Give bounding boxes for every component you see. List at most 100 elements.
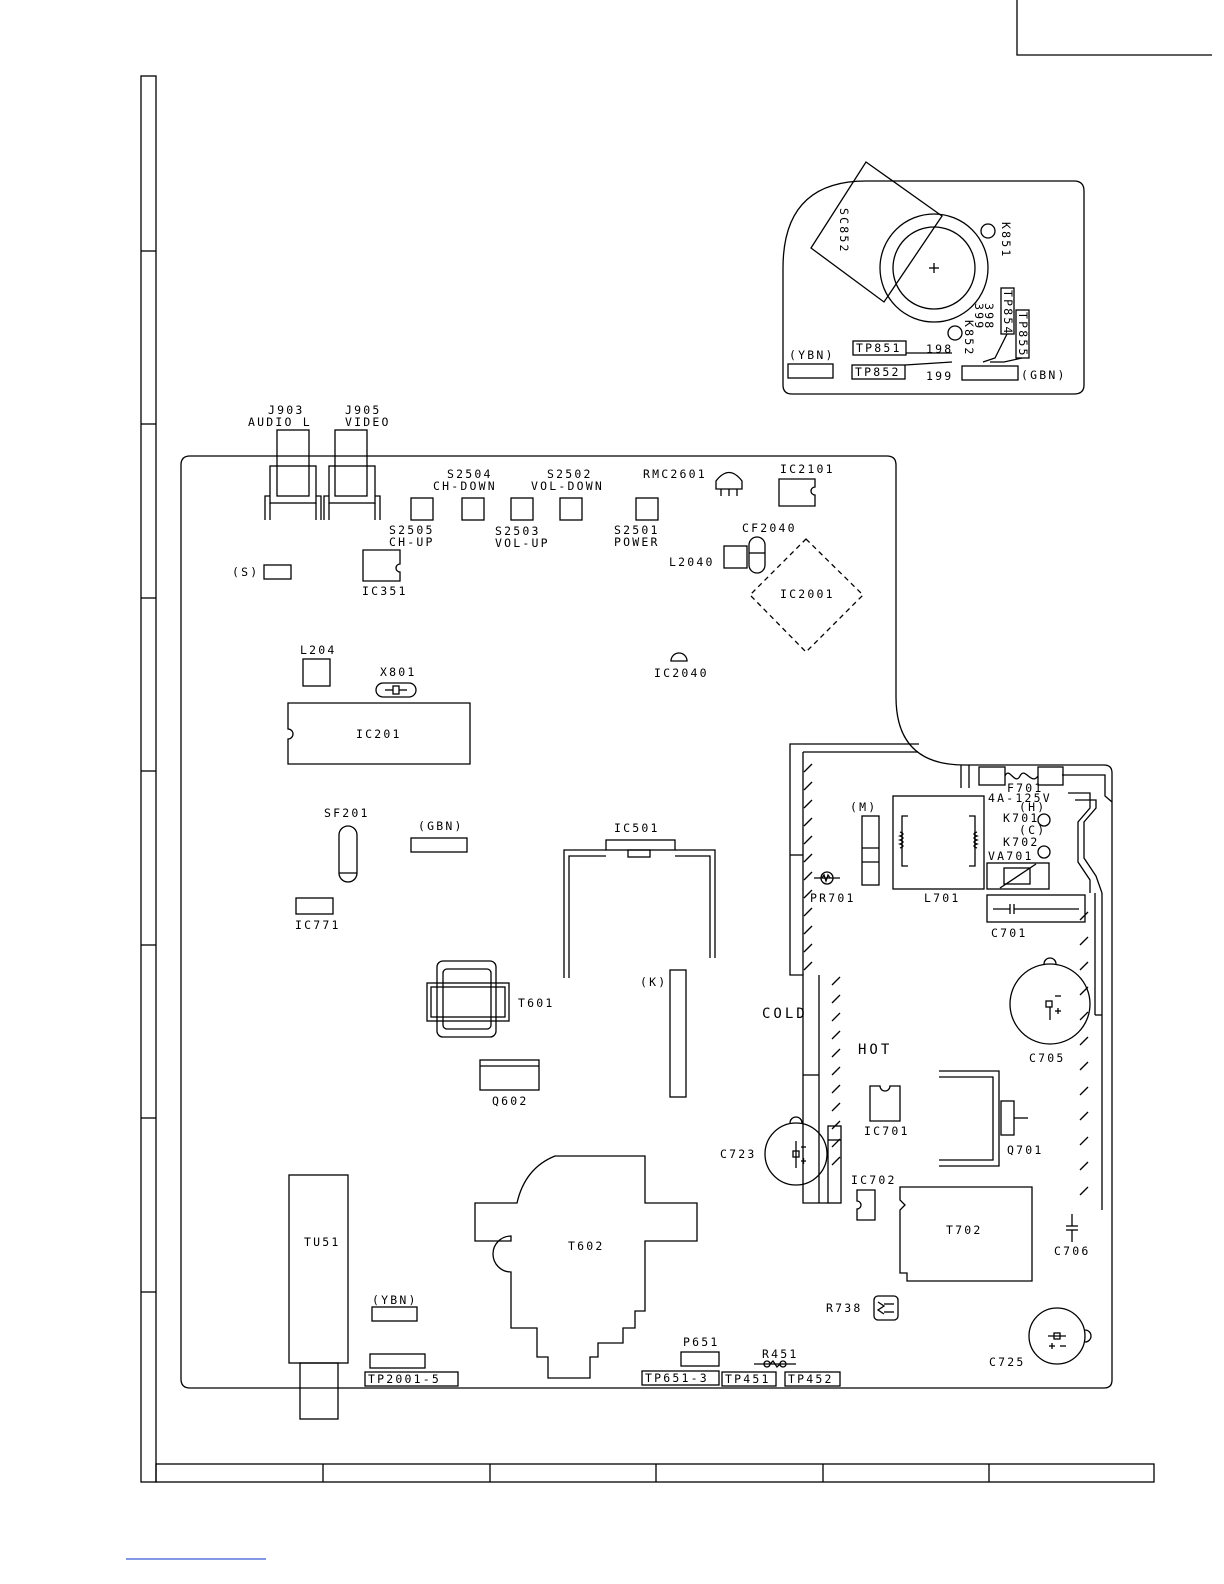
j905-jack: J905 VIDEO (323, 403, 391, 520)
label-s-conn: (S) (232, 565, 259, 579)
x801-crystal: X801 (375, 665, 417, 698)
label-pr701: PR701 (810, 891, 856, 905)
rmc2601-remote-sensor: RMC2601 (643, 467, 743, 496)
ic501-heatsink: IC501 (563, 821, 716, 978)
tu51-tuner: TU51 (288, 1174, 349, 1420)
label-ic2040: IC2040 (654, 666, 709, 680)
k851-hole: K851 (980, 222, 1013, 259)
label-c723: C723 (720, 1147, 757, 1161)
label-m: (M) (850, 800, 877, 814)
label-k851: K851 (999, 222, 1013, 259)
label-ic701: IC701 (864, 1124, 910, 1138)
c706-capacitor: C706 (1054, 1214, 1091, 1258)
label-vol-down: VOL-DOWN (531, 479, 604, 493)
label-k852: K852 (962, 320, 976, 357)
label-f701: F701 (1007, 781, 1044, 795)
ic771-chip: IC771 (295, 897, 341, 932)
sf201-filter: SF201 (324, 806, 370, 883)
label-s2501: S2501 (614, 523, 660, 537)
label-tp452: TP452 (788, 1372, 834, 1386)
label-cf2040: CF2040 (742, 521, 797, 535)
label-sf201: SF201 (324, 806, 370, 820)
label-vol-up: VOL-UP (495, 536, 550, 550)
label-h: (H) (1019, 800, 1046, 814)
cold-side-hatching (803, 763, 813, 971)
label-t702: T702 (946, 1223, 983, 1237)
label-tp855: TP855 (1016, 312, 1030, 358)
tp854-point: TP854 (982, 287, 1015, 363)
label-n198: 198 (926, 342, 953, 356)
ic702-chip: IC702 (851, 1173, 894, 1221)
tp852-point: TP852 199 (851, 361, 953, 383)
label-t601: T601 (518, 996, 555, 1010)
s2502-switch: S2502 VOL-DOWN (531, 467, 604, 521)
label-k-conn: (K) (640, 975, 667, 989)
label-j905: J905 (345, 403, 382, 417)
label-tp852: TP852 (855, 365, 901, 379)
label-video: VIDEO (345, 415, 391, 429)
r451-resistor: R451 (754, 1347, 799, 1369)
label-j903: J903 (268, 403, 305, 417)
label-x801: X801 (380, 665, 417, 679)
ic2001-chip: IC2001 (749, 538, 864, 653)
label-cold: COLD (762, 1006, 808, 1022)
label-q602: Q602 (492, 1094, 529, 1108)
tp452-point: TP452 (784, 1371, 841, 1387)
label-tp451: TP451 (725, 1372, 771, 1386)
s2501-switch: S2501 POWER (614, 497, 660, 549)
tp851-point: TP851 198 (852, 340, 953, 356)
ic701-chip: IC701 (864, 1085, 910, 1138)
label-s2504: S2504 (447, 467, 493, 481)
label-ic201: IC201 (356, 727, 402, 741)
r738-trimmer: R738 (826, 1295, 899, 1321)
label-r451: R451 (762, 1347, 799, 1361)
label-tp854: TP854 (1001, 290, 1015, 336)
label-n199: 199 (926, 369, 953, 383)
q602-transistor: Q602 (479, 1059, 540, 1108)
label-power: POWER (614, 535, 660, 549)
l204-coil: L204 (300, 643, 334, 687)
f701-fuse: F701 4A-125V (978, 766, 1064, 805)
label-ic2101: IC2101 (780, 462, 835, 476)
label-p651: P651 (683, 1335, 720, 1349)
c701-capacitor: C701 (986, 894, 1086, 940)
s2504-switch: S2504 CH-DOWN (433, 467, 497, 521)
label-k701: K701 (1003, 811, 1040, 825)
label-tp2001-5: TP2001-5 (368, 1372, 441, 1386)
label-tu51: TU51 (304, 1235, 341, 1249)
label-s2502: S2502 (547, 467, 593, 481)
ybn-connector-main: (YBN) (371, 1293, 418, 1322)
t602-flyback: T602 (474, 1155, 698, 1379)
label-s2503: S2503 (495, 524, 541, 538)
label-va701: VA701 (988, 849, 1034, 863)
label-l701: L701 (924, 891, 961, 905)
ic2040-chip: IC2040 (654, 652, 709, 680)
label-k702: K702 (1003, 835, 1040, 849)
label-ic771: IC771 (295, 918, 341, 932)
label-rmc2601: RMC2601 (643, 467, 707, 481)
label-fuse-rating: 4A-125V (988, 791, 1052, 805)
label-tp851: TP851 (856, 341, 902, 355)
sub-board-outline (782, 180, 1085, 395)
label-n398: 398 (982, 303, 996, 330)
l2040-coil: L2040 (669, 545, 748, 569)
label-c706: C706 (1054, 1244, 1091, 1258)
k702-hole: (C) K702 (1003, 823, 1051, 859)
main-board-outline (180, 455, 1113, 1389)
k-connector: (K) (640, 969, 687, 1098)
c725-capacitor: C725 (989, 1307, 1092, 1369)
tp2001-5-connector: TP2001-5 (364, 1353, 459, 1387)
label-hot: HOT (858, 1042, 892, 1058)
label-ybn-main: (YBN) (372, 1293, 418, 1307)
ic2101-chip: IC2101 (778, 462, 835, 507)
s-connector: (S) (232, 564, 292, 580)
k701-hole: (H) K701 (1003, 800, 1051, 827)
gbn-connector-main: (GBN) (410, 819, 468, 853)
l701-coil: L701 (892, 795, 985, 905)
t702-transformer: T702 (899, 1186, 1033, 1282)
label-t602: T602 (568, 1239, 605, 1253)
label-ch-down: CH-DOWN (433, 479, 497, 493)
label-s2505: S2505 (389, 523, 435, 537)
label-gbn-top: (GBN) (1021, 368, 1067, 382)
